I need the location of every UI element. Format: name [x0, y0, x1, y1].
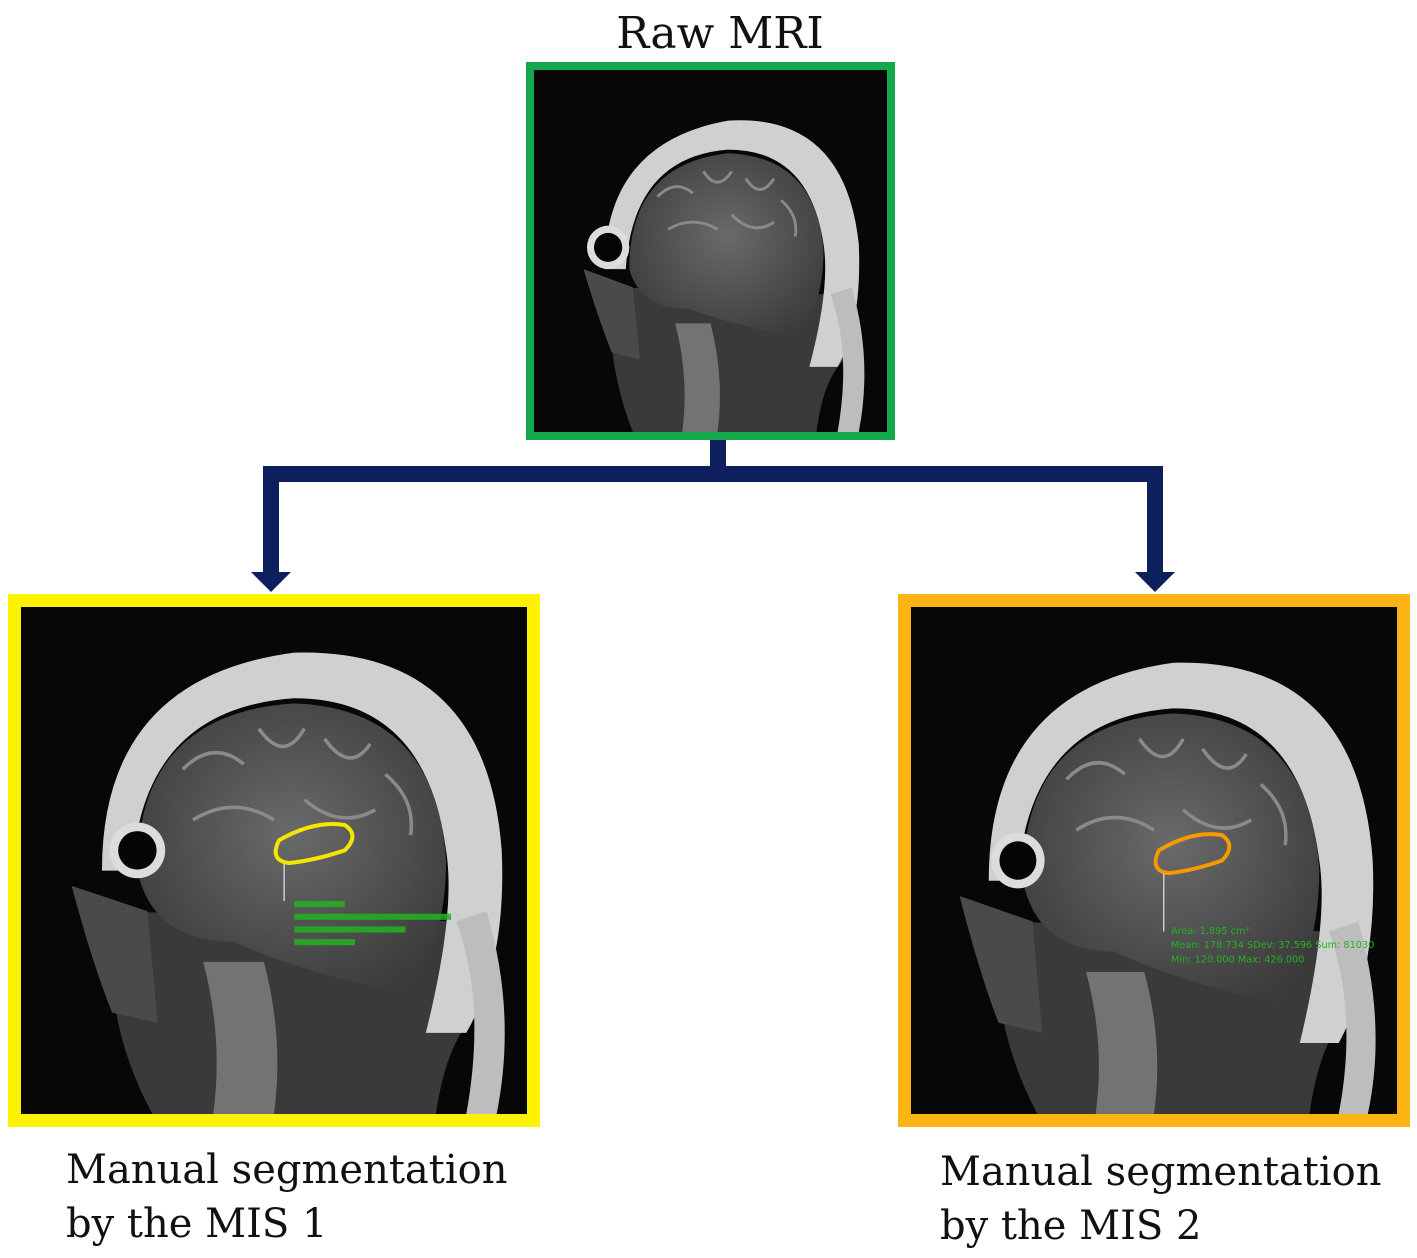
mis1-caption-line2: by the MIS 1 — [66, 1201, 328, 1247]
mis2-caption: Manual segmentation by the MIS 2 — [940, 1145, 1381, 1253]
mis1-caption-line1: Manual segmentation — [66, 1147, 508, 1193]
mis2-minmax-readout: Min: 120.000 Max: 426.000 — [1171, 954, 1304, 965]
mis1-segmentation-frame — [8, 594, 540, 1127]
mis2-area-readout: Area: 1.895 cm² — [1171, 926, 1249, 937]
mis2-segmentation-frame: Area: 1.895 cm² Mean: 178.734 SDev: 37.5… — [898, 594, 1410, 1127]
mis1-hippocampus-contour — [273, 821, 355, 866]
connector-bar — [263, 466, 1163, 482]
mis2-mean-readout: Mean: 178.734 SDev: 37.596 Sum: 81030 — [1171, 940, 1374, 951]
mis2-segmentation-image: Area: 1.895 cm² Mean: 178.734 SDev: 37.5… — [911, 607, 1397, 1114]
raw-mri-frame — [526, 62, 895, 440]
mis2-hippocampus-contour — [1153, 832, 1232, 876]
mis2-caption-line1: Manual segmentation — [940, 1149, 1382, 1195]
connector-left-drop — [263, 466, 279, 574]
mis2-caption-line2: by the MIS 2 — [940, 1203, 1202, 1249]
mis1-segmentation-image — [21, 607, 527, 1114]
connector-right-drop — [1147, 466, 1163, 574]
arrowhead-left — [251, 572, 291, 592]
arrowhead-right — [1135, 572, 1175, 592]
raw-mri-title: Raw MRI — [616, 8, 824, 59]
mis1-caption: Manual segmentation by the MIS 1 — [66, 1143, 507, 1251]
raw-mri-image — [534, 70, 887, 432]
